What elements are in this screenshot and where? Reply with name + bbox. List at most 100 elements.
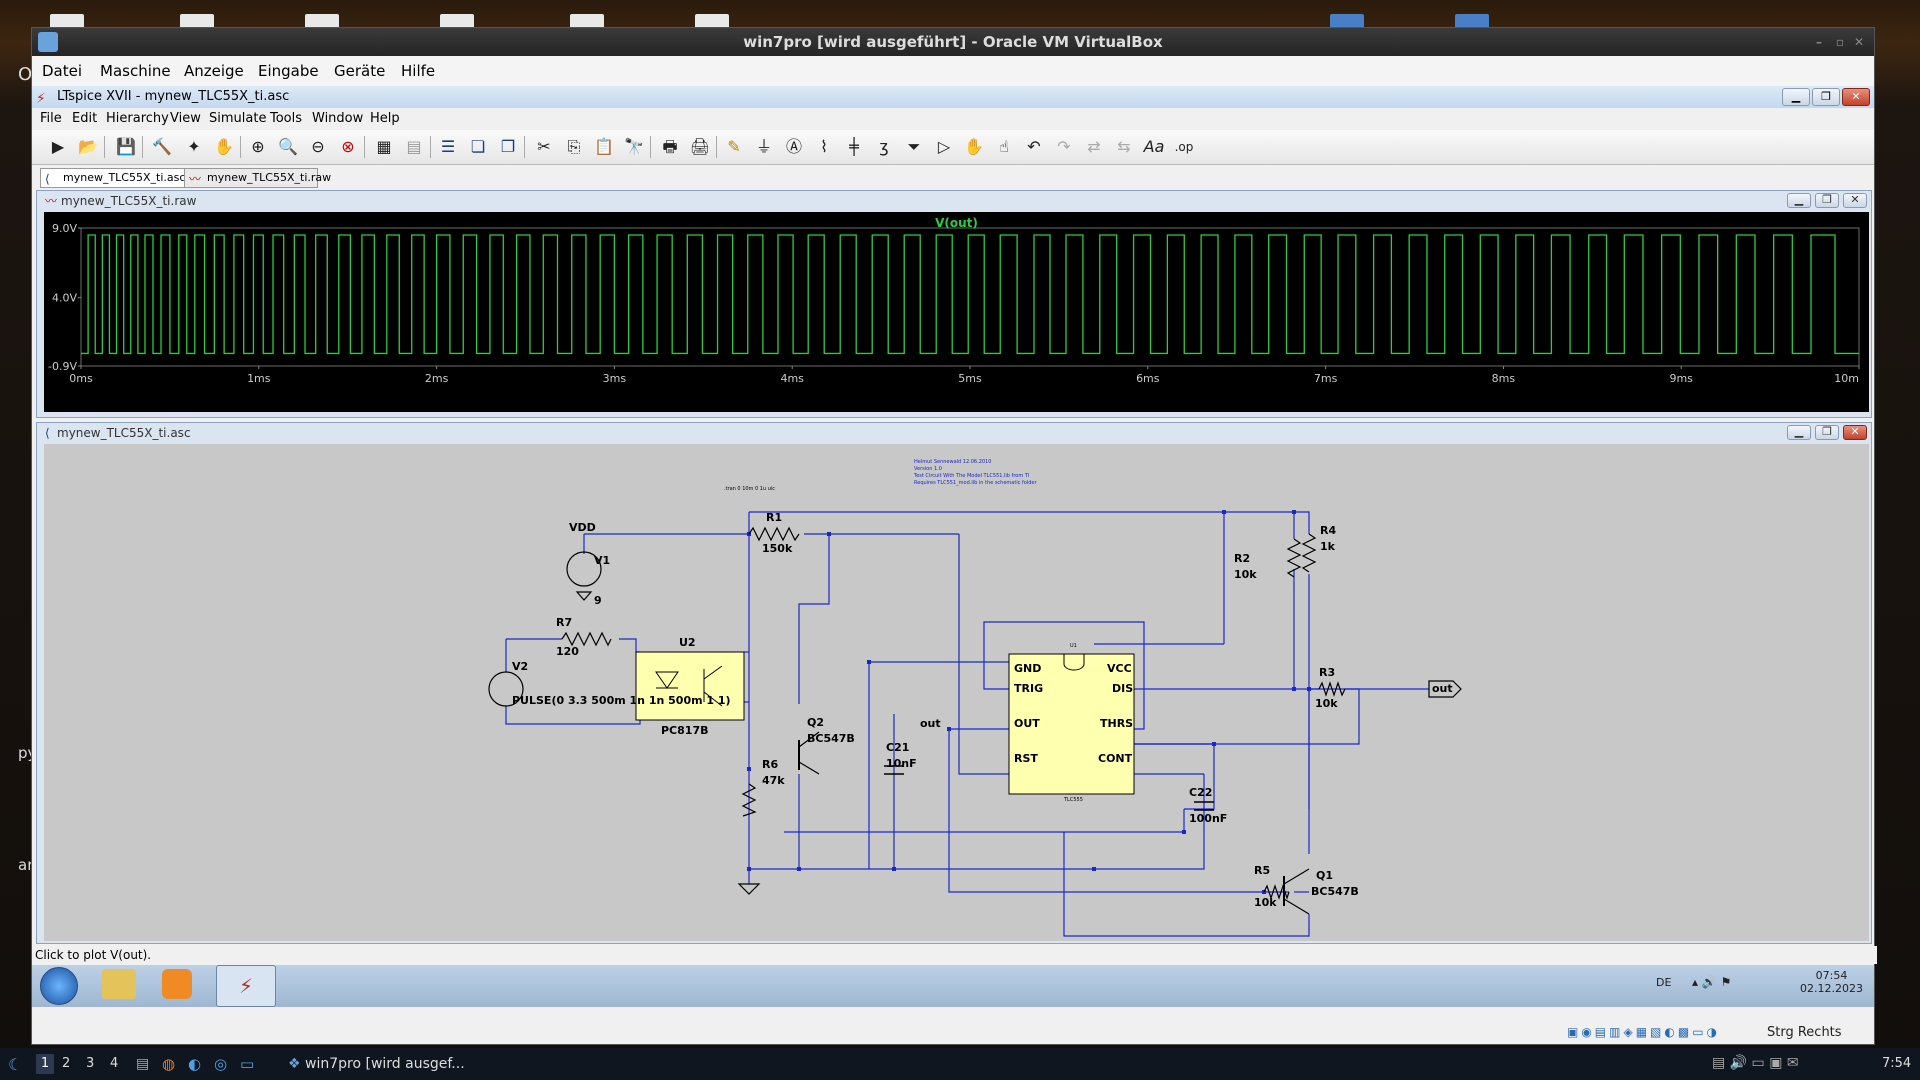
redo-icon[interactable]: ↷ (1057, 137, 1071, 156)
find-icon[interactable]: 🔭 (624, 137, 644, 156)
start-button[interactable] (40, 967, 78, 1005)
workspace-3[interactable]: 3 (86, 1056, 95, 1071)
maximize-icon[interactable]: ▫ (1835, 35, 1844, 49)
r7-label[interactable]: R7 (556, 616, 573, 629)
r7-value[interactable]: 120 (556, 645, 579, 658)
maximize-button[interactable]: ❐ (1815, 425, 1839, 440)
tray-icons[interactable]: ▴ 🔊 ⚑ (1692, 975, 1732, 989)
menu-edit[interactable]: Edit (72, 111, 98, 126)
v1-label[interactable]: V1 (594, 554, 611, 567)
r3-value[interactable]: 10k (1315, 697, 1338, 710)
print-setup-icon[interactable]: 🖶 (662, 137, 678, 156)
menu-datei[interactable]: Datei (42, 62, 83, 80)
u1-label[interactable]: U1 (1070, 643, 1077, 649)
r4-label[interactable]: R4 (1320, 524, 1337, 537)
print-icon[interactable]: 🖨 (689, 137, 711, 156)
text-icon[interactable]: Aa (1143, 137, 1165, 156)
capacitor-icon[interactable]: ╪ (849, 137, 859, 156)
menu-help[interactable]: Help (370, 111, 400, 126)
ground-icon[interactable]: ⏚ (755, 137, 772, 156)
rotate-icon[interactable]: ⇄ (1087, 137, 1101, 156)
workspace-4[interactable]: 4 (110, 1056, 119, 1071)
menu-window[interactable]: Window (312, 111, 364, 126)
host-key[interactable]: Strg Rechts (1767, 1025, 1842, 1040)
cut-icon[interactable]: ✂ (537, 137, 551, 156)
control-panel-icon[interactable]: 🔨 (152, 137, 172, 156)
browser-icon[interactable]: ◎ (214, 1055, 228, 1073)
undo-icon[interactable]: ↶ (1027, 137, 1041, 156)
label-net-icon[interactable]: Ⓐ (785, 137, 802, 156)
firefox-icon[interactable]: ◍ (162, 1055, 176, 1073)
menu-hilfe[interactable]: Hilfe (401, 62, 436, 80)
menu-simulate[interactable]: Simulate (209, 111, 267, 126)
menu-tools[interactable]: Tools (270, 111, 303, 126)
u2-optocoupler[interactable] (635, 651, 745, 721)
r1-value[interactable]: 150k (762, 542, 793, 555)
spice-directive[interactable]: .tran 0 10m 0 1u uic (724, 486, 776, 492)
minimize-icon[interactable]: – (1816, 35, 1822, 49)
media-player-icon[interactable] (162, 969, 192, 999)
menu-maschine[interactable]: Maschine (100, 62, 171, 80)
net-label-out[interactable]: out (920, 717, 941, 730)
mirror-icon[interactable]: ⇆ (1117, 137, 1131, 156)
r5-value[interactable]: 10k (1254, 896, 1277, 909)
wire-pencil-icon[interactable]: ✎ (727, 137, 741, 156)
u1-part[interactable]: TLC555 (1064, 797, 1083, 803)
maximize-button[interactable]: ❐ (1812, 88, 1840, 106)
component-icon[interactable]: ▷ (937, 137, 951, 156)
inductor-icon[interactable]: ʒ (879, 137, 889, 156)
maximize-button[interactable]: ❐ (1815, 193, 1839, 208)
vbox-status-icons[interactable]: ▣◉▤▥◈▦▧◐▩▭◑ (1567, 1025, 1721, 1039)
c21-value[interactable]: 10nF (886, 757, 917, 770)
menu-file[interactable]: File (40, 111, 62, 126)
close-button[interactable]: ✕ (1842, 88, 1870, 106)
resistor-icon[interactable]: ⌇ (820, 137, 828, 156)
q2-value[interactable]: BC547B (807, 732, 855, 745)
copy-icon[interactable]: ⎘ (567, 137, 581, 156)
zoom-cancel-icon[interactable]: ⊗ (341, 137, 355, 156)
net-label-vdd[interactable]: VDD (569, 521, 596, 534)
save-icon[interactable]: 💾 (116, 137, 136, 156)
minimize-button[interactable]: ▁ (1787, 193, 1811, 208)
zoom-full-icon[interactable]: 🔍 (278, 137, 298, 156)
close-button[interactable]: ✕ (1843, 193, 1867, 208)
chat-icon[interactable]: ◐ (188, 1055, 202, 1073)
explorer-icon[interactable] (102, 969, 136, 999)
r4-value[interactable]: 1k (1320, 540, 1335, 553)
autorange-icon[interactable]: ▦ (376, 137, 392, 156)
schematic-drawing[interactable] (44, 444, 1869, 941)
files-icon[interactable]: ▤ (136, 1056, 150, 1072)
r1-label[interactable]: R1 (766, 511, 783, 524)
clock[interactable]: 07:54 02.12.2023 (1800, 969, 1863, 995)
r5-label[interactable]: R5 (1254, 864, 1271, 877)
tile-vertical-icon[interactable]: ❐ (500, 137, 516, 156)
c21-label[interactable]: C21 (886, 741, 910, 754)
close-button[interactable]: ✕ (1843, 425, 1867, 440)
q1-label[interactable]: Q1 (1316, 869, 1334, 882)
menu-anzeige[interactable]: Anzeige (184, 62, 244, 80)
zoom-in-icon[interactable]: ⊕ (251, 137, 265, 156)
grid-icon[interactable]: ▤ (406, 137, 422, 156)
c22-value[interactable]: 100nF (1189, 812, 1228, 825)
window-icon[interactable]: ▭ (240, 1055, 255, 1073)
language-indicator[interactable]: DE (1656, 976, 1672, 989)
run-icon[interactable]: ▶ (51, 137, 65, 156)
move-hand-icon[interactable]: ✋ (964, 137, 984, 156)
tray-icons[interactable]: ▤ 🔊 ▭ ▣ ✉ (1712, 1055, 1799, 1071)
spice-directive-icon[interactable]: .op (1174, 140, 1194, 154)
tab-schematic[interactable]: ⟨ mynew_TLC55X_ti.asc (40, 168, 193, 188)
menu-geraete[interactable]: Geräte (334, 62, 386, 80)
pan-icon[interactable]: ✋ (214, 137, 234, 156)
u2-value[interactable]: PC817B (661, 724, 709, 737)
u2-label[interactable]: U2 (679, 636, 696, 649)
trace-vout[interactable] (81, 234, 1859, 355)
workspace-2[interactable]: 2 (62, 1056, 71, 1071)
ltspice-taskbar-button[interactable]: ⚡ (216, 965, 276, 1007)
diode-icon[interactable]: ⏷ (907, 137, 921, 156)
tile-horizontal-icon[interactable]: ☰ (440, 137, 456, 156)
open-folder-icon[interactable]: 📂 (78, 137, 98, 156)
menu-hierarchy[interactable]: Hierarchy (106, 111, 169, 126)
close-icon[interactable]: ✕ (1853, 35, 1864, 49)
